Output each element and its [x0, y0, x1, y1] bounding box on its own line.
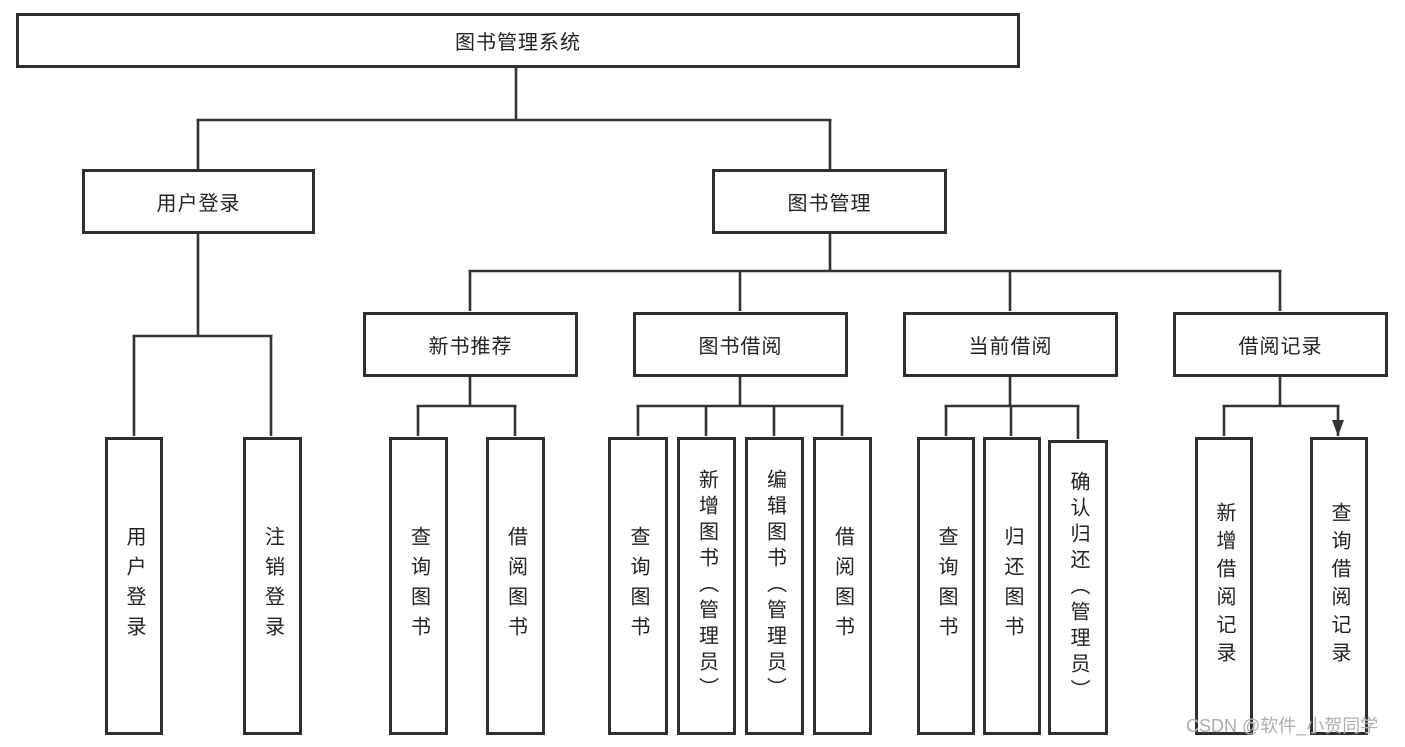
leaf-query-borrow-record-label: 查询借阅记录 [1328, 502, 1350, 670]
node-book-management: 图书管理 [712, 169, 947, 234]
node-current-borrow-label: 当前借阅 [968, 336, 1053, 358]
csdn-watermark: CSDN @软件_小贺同学 [1186, 716, 1379, 736]
leaf-borrow-borrow-books-label: 借阅图书 [831, 526, 854, 646]
leaf-current-query-books-label: 查询图书 [935, 526, 957, 646]
node-new-book-recommend-label: 新书推荐 [428, 336, 513, 358]
node-new-book-recommend: 新书推荐 [363, 312, 578, 377]
leaf-borrow-query-books-label: 查询图书 [627, 526, 649, 646]
node-borrow-records: 借阅记录 [1173, 312, 1388, 377]
leaf-borrow-borrow-books: 借阅图书 [813, 437, 872, 735]
leaf-borrow-edit-books-admin-label: 编辑图书（管理员） [763, 469, 786, 703]
leaf-current-query-books: 查询图书 [917, 437, 975, 735]
leaf-newbook-borrow-books-label: 借阅图书 [504, 526, 527, 646]
leaf-borrow-edit-books-admin: 编辑图书（管理员） [745, 437, 804, 735]
leaf-current-confirm-return-admin: 确认归还（管理员） [1048, 440, 1108, 735]
node-root: 图书管理系统 [16, 13, 1020, 68]
leaf-borrow-add-books-admin: 新增图书（管理员） [677, 437, 736, 735]
node-current-borrow: 当前借阅 [903, 312, 1118, 377]
leaf-logout-label: 注销登录 [261, 526, 284, 646]
leaf-add-borrow-record-label: 新增借阅记录 [1213, 502, 1235, 670]
leaf-borrow-add-books-admin-label: 新增图书（管理员） [695, 469, 718, 703]
node-book-borrow-label: 图书借阅 [698, 336, 783, 358]
node-user-login: 用户登录 [82, 169, 315, 234]
connector-arrow-lines [132, 120, 1338, 439]
leaf-user-login-label: 用户登录 [123, 526, 145, 646]
node-book-borrow: 图书借阅 [633, 312, 848, 377]
leaf-borrow-query-books: 查询图书 [608, 437, 668, 735]
leaf-newbook-query-books: 查询图书 [389, 437, 448, 735]
leaf-current-return-books-label: 归还图书 [1001, 526, 1023, 646]
node-root-label: 图书管理系统 [455, 32, 581, 54]
leaf-query-borrow-record: 查询借阅记录 [1310, 437, 1368, 735]
node-user-login-label: 用户登录 [156, 193, 241, 215]
node-borrow-records-label: 借阅记录 [1238, 336, 1323, 358]
leaf-current-confirm-return-admin-label: 确认归还（管理员） [1067, 470, 1089, 705]
leaf-newbook-borrow-books: 借阅图书 [486, 437, 545, 735]
leaf-logout: 注销登录 [243, 437, 302, 735]
node-book-management-label: 图书管理 [787, 193, 872, 215]
leaf-current-return-books: 归还图书 [983, 437, 1041, 735]
leaf-user-login: 用户登录 [105, 437, 163, 735]
leaf-newbook-query-books-label: 查询图书 [407, 526, 430, 646]
leaf-add-borrow-record: 新增借阅记录 [1195, 437, 1253, 735]
